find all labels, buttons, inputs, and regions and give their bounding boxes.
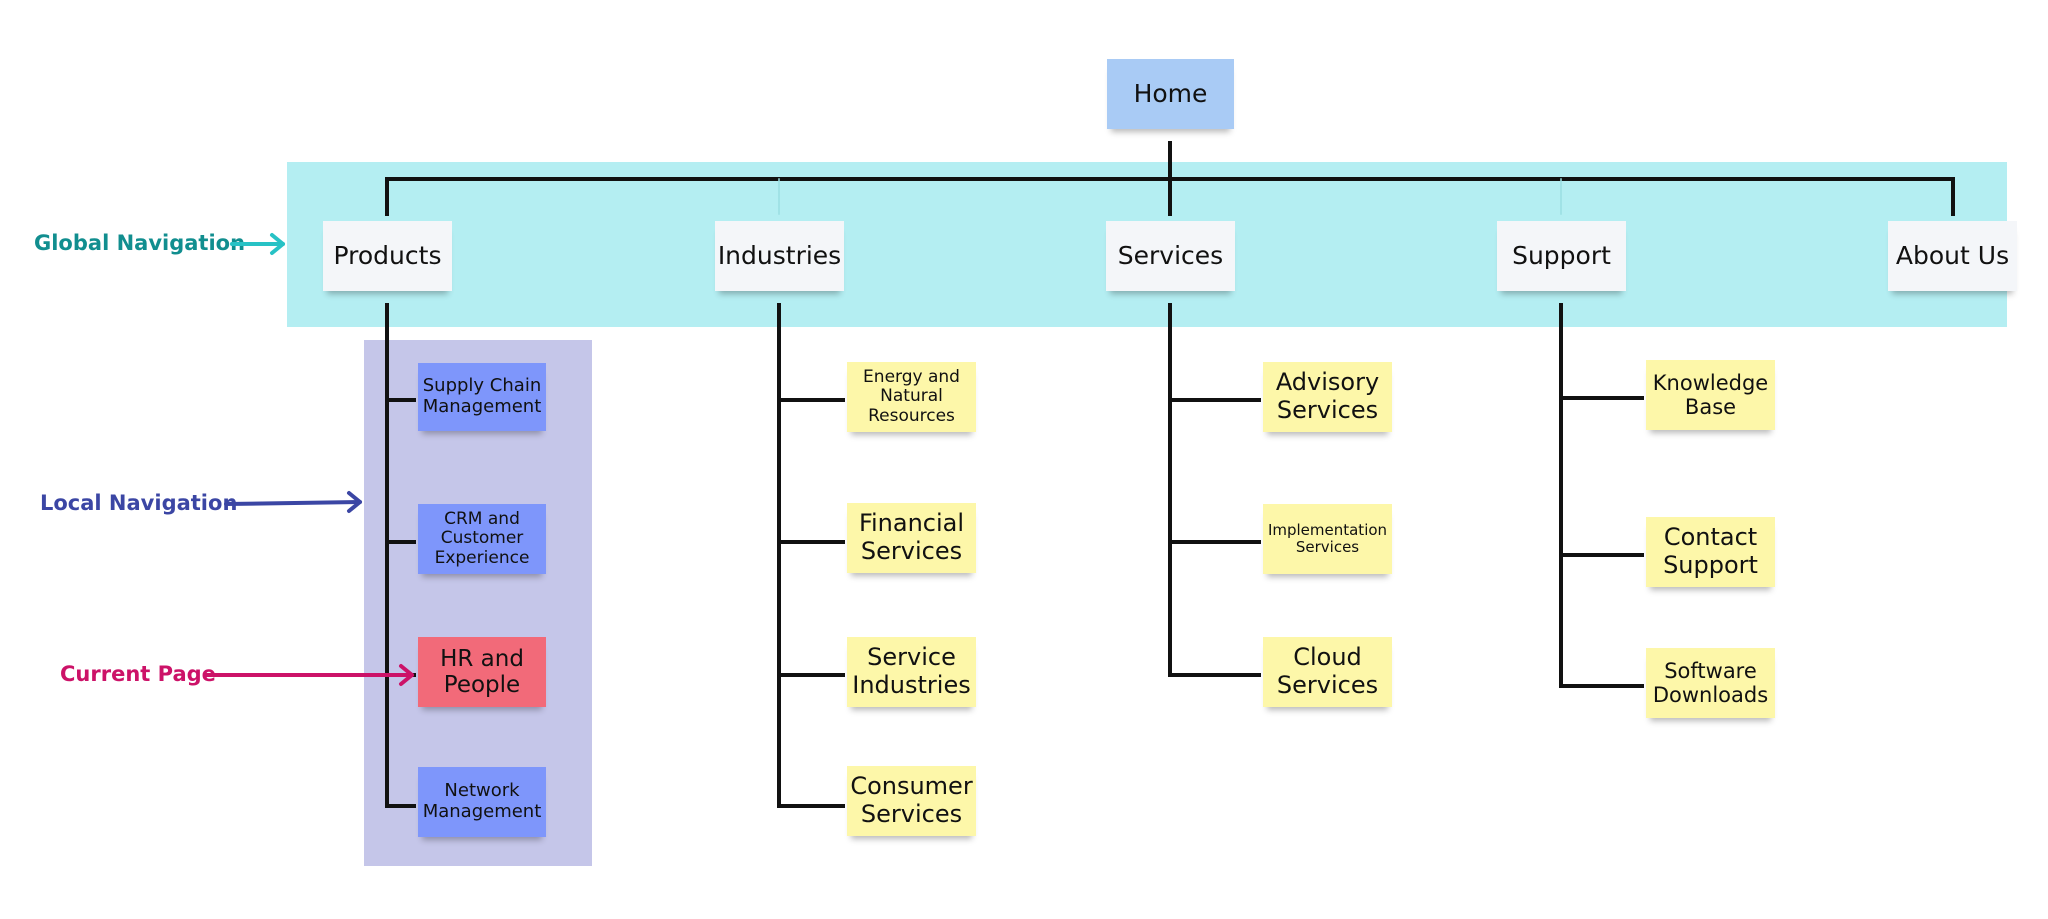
- global-nav-label: Products: [333, 240, 442, 270]
- industries-energy-and-natural-resources[interactable]: Energy and Natural Resources: [847, 362, 976, 432]
- products-network-management[interactable]: Network Management: [418, 767, 546, 837]
- legend-arrows: [204, 233, 414, 686]
- global-nav-label: Industries: [717, 240, 842, 270]
- products-hr-and-people-current[interactable]: HR and People: [418, 637, 546, 707]
- local-navigation-label: Local Navigation: [40, 491, 238, 515]
- industries-consumer-services[interactable]: Consumer Services: [847, 766, 976, 836]
- services-cloud-services[interactable]: Cloud Services: [1263, 637, 1392, 707]
- home-label: Home: [1133, 78, 1208, 108]
- current-page-label: Current Page: [60, 662, 216, 686]
- sub-page-label: Implementation Services: [1267, 520, 1388, 556]
- products-crm-and-customer-experience[interactable]: CRM and Customer Experience: [418, 504, 546, 574]
- products-supply-chain-management[interactable]: Supply Chain Management: [418, 363, 546, 431]
- home-node[interactable]: Home: [1107, 59, 1234, 129]
- support-software-downloads[interactable]: Software Downloads: [1646, 648, 1775, 718]
- sub-page-label: Service Industries: [852, 643, 971, 699]
- sub-page-label: Cloud Services: [1276, 643, 1379, 699]
- services-advisory-services[interactable]: Advisory Services: [1263, 362, 1392, 432]
- sub-page-label: Knowledge Base: [1652, 370, 1769, 419]
- support-contact-support[interactable]: Contact Support: [1646, 517, 1775, 587]
- local-navigation-arrow: [224, 491, 362, 513]
- local-nav-label: CRM and Customer Experience: [434, 508, 530, 568]
- sub-page-label: Consumer Services: [850, 772, 973, 828]
- local-nav-label: HR and People: [440, 645, 524, 698]
- sub-page-label: Contact Support: [1663, 523, 1758, 579]
- local-nav-label: Network Management: [422, 780, 542, 822]
- sub-page-label: Advisory Services: [1275, 368, 1380, 424]
- global-nav-label: Support: [1512, 240, 1611, 270]
- global-nav-about-us[interactable]: About Us: [1888, 221, 2017, 291]
- global-nav-label: About Us: [1895, 240, 2010, 270]
- global-nav-products[interactable]: Products: [323, 221, 452, 291]
- global-nav-industries[interactable]: Industries: [715, 221, 844, 291]
- sub-page-label: Energy and Natural Resources: [863, 366, 960, 426]
- sub-page-label: Financial Services: [858, 509, 965, 565]
- global-navigation-label: Global Navigation: [34, 231, 246, 255]
- global-nav-support[interactable]: Support: [1497, 221, 1626, 291]
- support-knowledge-base[interactable]: Knowledge Base: [1646, 360, 1775, 430]
- global-nav-label: Services: [1117, 240, 1224, 270]
- global-navigation-arrow: [230, 233, 285, 255]
- global-nav-services[interactable]: Services: [1106, 221, 1235, 291]
- industries-financial-services[interactable]: Financial Services: [847, 503, 976, 573]
- current-page-arrow: [204, 664, 414, 686]
- industries-service-industries[interactable]: Service Industries: [847, 637, 976, 707]
- local-nav-label: Supply Chain Management: [422, 375, 542, 417]
- services-implementation-services[interactable]: Implementation Services: [1263, 504, 1392, 574]
- sub-page-label: Software Downloads: [1652, 658, 1769, 707]
